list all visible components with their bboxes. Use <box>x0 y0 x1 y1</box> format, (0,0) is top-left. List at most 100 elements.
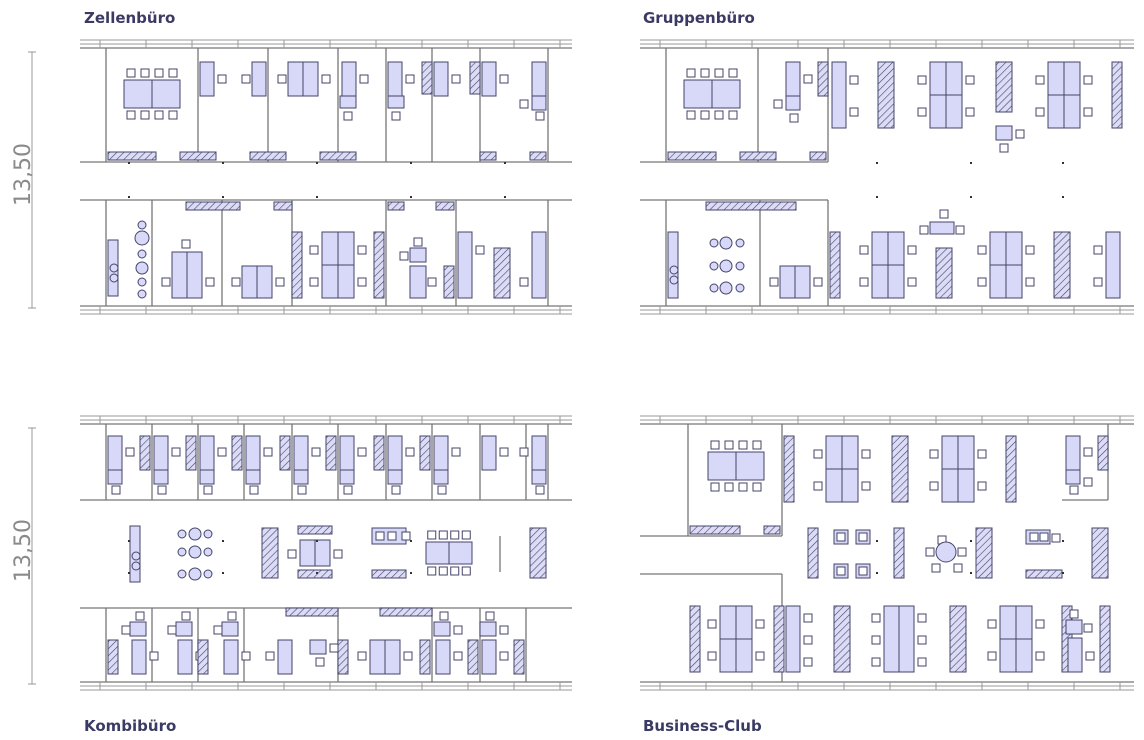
chair <box>499 625 509 635</box>
cabinet <box>479 151 497 161</box>
desk <box>245 469 261 485</box>
column <box>222 540 224 542</box>
chair <box>343 111 353 121</box>
desk <box>131 639 147 675</box>
cabinet <box>419 435 431 471</box>
cabinet <box>337 639 349 675</box>
chair <box>519 277 529 287</box>
column <box>504 196 506 198</box>
chair <box>929 449 939 459</box>
panel-zellenbuero <box>80 39 572 315</box>
desk <box>341 61 357 97</box>
cabinet <box>877 61 895 129</box>
cabinet <box>319 151 357 161</box>
desk <box>339 469 355 485</box>
chair <box>453 625 463 635</box>
chair <box>707 619 717 629</box>
column <box>128 572 130 574</box>
cabinet <box>893 527 905 579</box>
chair <box>752 440 762 450</box>
desk <box>107 435 123 471</box>
desk <box>457 231 473 299</box>
chair <box>375 531 385 541</box>
chair <box>700 110 710 120</box>
cabinet <box>231 435 243 471</box>
chair <box>1083 75 1093 85</box>
chair <box>919 225 929 235</box>
column <box>1062 572 1064 574</box>
desk <box>785 605 801 673</box>
chair <box>357 651 367 661</box>
desk <box>433 621 451 637</box>
title-gruppenbuero: Gruppenbüro <box>643 9 755 27</box>
desk <box>1065 435 1081 471</box>
round-seat <box>131 561 141 571</box>
chair <box>387 531 397 541</box>
round-seat <box>188 567 202 581</box>
title-kombibuero: Kombibüro <box>84 717 176 735</box>
cabinet <box>373 435 385 471</box>
chair <box>752 482 762 492</box>
cabinet <box>371 569 407 579</box>
column <box>316 540 318 542</box>
cabinet <box>1097 435 1109 471</box>
chair <box>439 611 449 621</box>
chair <box>181 239 191 249</box>
chair <box>217 74 227 84</box>
cabinet <box>373 231 385 299</box>
chair <box>485 611 495 621</box>
chair <box>925 547 935 557</box>
chair <box>871 613 881 623</box>
column <box>222 162 224 164</box>
column <box>1062 196 1064 198</box>
cabinet <box>807 527 819 579</box>
cabinet <box>1091 527 1109 579</box>
desk <box>929 221 955 235</box>
chair <box>149 651 159 661</box>
column <box>1062 540 1064 542</box>
chair <box>803 635 813 645</box>
chair <box>461 530 471 540</box>
chair <box>157 485 167 495</box>
chair <box>1035 107 1045 117</box>
cabinet <box>387 201 405 211</box>
cabinet <box>297 569 333 579</box>
cabinet <box>689 525 741 535</box>
column <box>876 540 878 542</box>
round-seat <box>177 569 187 579</box>
column <box>970 572 972 574</box>
column <box>128 162 130 164</box>
cabinet <box>197 639 209 675</box>
chair <box>987 651 997 661</box>
desk <box>175 621 193 637</box>
cabinet <box>783 435 795 503</box>
desk <box>153 435 169 471</box>
chair <box>413 237 423 247</box>
title-zellenbuero: Zellenbüro <box>84 9 175 27</box>
chair <box>263 447 273 457</box>
chair <box>1025 245 1035 255</box>
chair <box>710 440 720 450</box>
chair <box>277 74 287 84</box>
chair <box>977 449 987 459</box>
chair <box>1051 533 1061 543</box>
chair <box>499 447 509 457</box>
desk <box>433 469 449 485</box>
round-seat <box>134 230 150 246</box>
cabinet <box>1053 231 1071 299</box>
desk <box>251 61 267 97</box>
desk <box>387 435 403 471</box>
round-seat <box>709 283 719 293</box>
cabinet <box>107 639 119 675</box>
chair <box>297 485 307 495</box>
desk <box>433 435 449 471</box>
chair <box>1025 277 1035 287</box>
chair <box>203 485 213 495</box>
chair <box>309 277 319 287</box>
cabinet <box>949 605 967 673</box>
chair <box>965 75 975 85</box>
cabinet <box>763 525 781 535</box>
chair <box>1039 532 1049 542</box>
chair <box>121 625 131 635</box>
desk <box>387 95 405 109</box>
